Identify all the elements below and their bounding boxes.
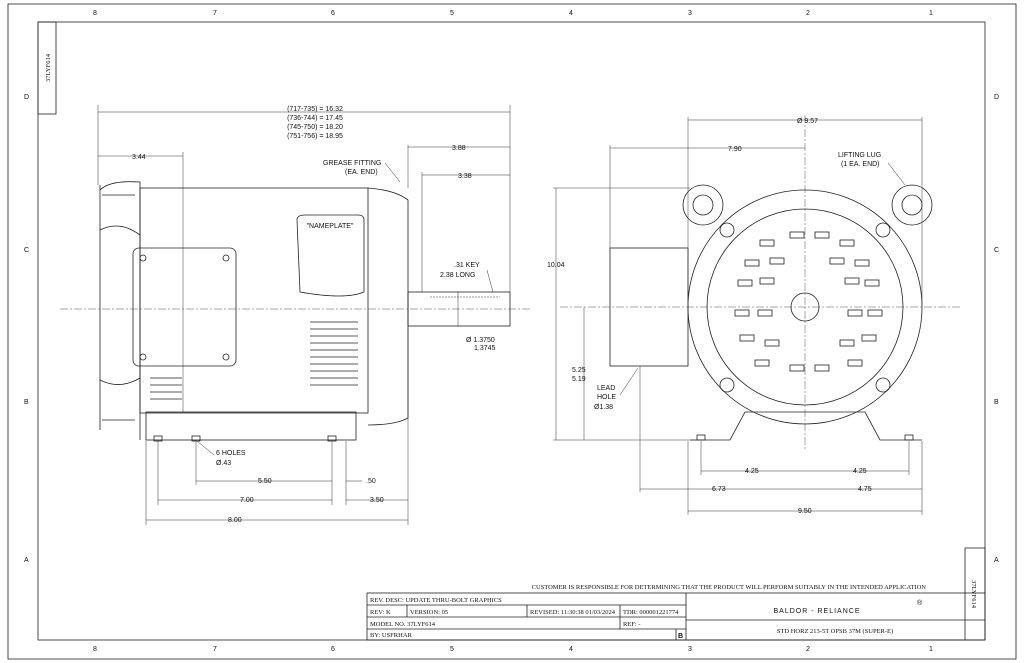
key-length-label: 2.38 LONG [440, 272, 475, 279]
zone-c: C [24, 247, 29, 254]
zone-markers-side: D C B A D C B A [24, 94, 999, 564]
motor-description: STD HORZ 213-5T OPSB 37M (SUPER-E) [777, 628, 893, 635]
dim-4-75: 4.75 [858, 486, 872, 493]
zone-6: 6 [331, 10, 335, 17]
zone-3-bottom: 3 [688, 646, 692, 653]
drawing-number-vertical: 37LYF614 [45, 53, 52, 82]
dim-5-50: 5.50 [258, 478, 272, 485]
zone-4: 4 [569, 10, 573, 17]
nameplate-label: "NAMEPLATE" [307, 223, 354, 230]
zone-c-right: C [994, 247, 999, 254]
zone-1-bottom: 1 [929, 646, 933, 653]
zone-3: 3 [688, 10, 692, 17]
brand-name: BALDOR - RELIANCE [773, 608, 860, 615]
zone-6-bottom: 6 [331, 646, 335, 653]
lifting-lug-label: LIFTING LUG [838, 152, 881, 159]
overall-length-2: (736-744) = 17.45 [287, 115, 343, 122]
dim-9-50: 9.50 [798, 508, 812, 515]
rev-desc: REV. DESC: UPDATE THRU-BOLT GRAPHICS [370, 597, 502, 604]
zone-d: D [24, 94, 29, 101]
zone-8: 8 [93, 10, 97, 17]
end-view: Ø 9.57 7.90 LIFTING LUG (1 EA. END) 10.0… [547, 115, 960, 515]
zone-2-bottom: 2 [806, 646, 810, 653]
zone-a: A [24, 557, 29, 564]
zone-b-right: B [994, 399, 999, 406]
dim-8-00: 8.00 [228, 517, 242, 524]
lead-hole-diameter: Ø1.38 [594, 404, 613, 411]
revised-date: REVISED: 11:30:38 01/03/2024 [530, 609, 616, 616]
lead-hole-label: LEAD [597, 385, 615, 392]
zone-7: 7 [213, 10, 217, 17]
dim-0-50: .50 [366, 478, 376, 485]
nameplate [296, 214, 365, 297]
outer-border [7, 3, 1017, 660]
dim-6-73: 6.73 [712, 486, 726, 493]
dim-10-04: 10.04 [547, 262, 565, 269]
grease-fitting-label: GREASE FITTING [323, 160, 381, 167]
dim-5-19: 5.19 [572, 376, 586, 383]
zone-8-bottom: 8 [93, 646, 97, 653]
zone-7-bottom: 7 [213, 646, 217, 653]
shaft-end [790, 292, 820, 322]
zone-markers-top: 8 7 6 5 4 3 2 1 8 7 6 5 4 3 2 1 [93, 10, 933, 653]
dim-3-38: 3.38 [458, 173, 472, 180]
lifting-lug-label-2: (1 EA. END) [841, 161, 880, 168]
version: VERSION: 05 [410, 609, 448, 616]
grease-fitting-label-2: (EA. END) [345, 169, 378, 176]
dim-3-88: 3.88 [452, 145, 466, 152]
dim-dia-9-57: Ø 9.57 [797, 118, 818, 125]
dim-3-44: 3.44 [132, 154, 146, 161]
lead-hole-label-2: HOLE [597, 394, 616, 401]
drawn-by: BY: USFRHAR [370, 632, 413, 639]
side-view: "NAMEPLATE" (717-735) = 16.32 (736-744) … [60, 105, 530, 525]
zone-d-right: D [994, 94, 999, 101]
overall-length-1: (717-735) = 16.32 [287, 106, 343, 113]
shaft [407, 291, 511, 327]
title-block: CUSTOMER IS RESPONSIBLE FOR DETERMINING … [366, 584, 986, 641]
dim-3-50: 3.50 [370, 497, 384, 504]
shaft-diameter-min: 1.3745 [474, 345, 496, 352]
holes-diameter: Ø.43 [216, 460, 231, 467]
dim-5-25: 5.25 [572, 367, 586, 374]
zone-2: 2 [806, 10, 810, 17]
sheet-size: B [678, 633, 683, 640]
conduit-box-cover [132, 247, 237, 367]
inner-border [37, 21, 986, 641]
zone-4-bottom: 4 [569, 646, 573, 653]
zone-a-right: A [994, 557, 999, 564]
key-label: .31 KEY [454, 262, 480, 269]
shaft-diameter-max: Ø 1.3750 [466, 337, 495, 344]
rev: REV: K [370, 609, 391, 616]
dim-7-00: 7.00 [240, 497, 254, 504]
ref: REF: - [623, 621, 641, 628]
overall-length-3: (745-750) = 18.20 [287, 124, 343, 131]
drawing-number-vertical-bottom: 37LYF614 [970, 580, 977, 609]
dim-7-90: 7.90 [728, 146, 742, 153]
holes-label: 6 HOLES [216, 450, 246, 457]
disclaimer: CUSTOMER IS RESPONSIBLE FOR DETERMINING … [532, 584, 927, 591]
model-number: MODEL NO. 37LYF614 [370, 621, 436, 628]
zone-b: B [24, 399, 29, 406]
zone-1: 1 [929, 10, 933, 17]
tdr-number: TDR: 000001221774 [623, 609, 679, 616]
registered-mark: ® [917, 599, 923, 607]
overall-length-4: (751-756) = 18.95 [287, 133, 343, 140]
zone-5: 5 [450, 10, 454, 17]
dim-4-25-left: 4.25 [745, 468, 759, 475]
dim-4-25-right: 4.25 [853, 468, 867, 475]
motor-base [145, 411, 357, 441]
zone-5-bottom: 5 [450, 646, 454, 653]
